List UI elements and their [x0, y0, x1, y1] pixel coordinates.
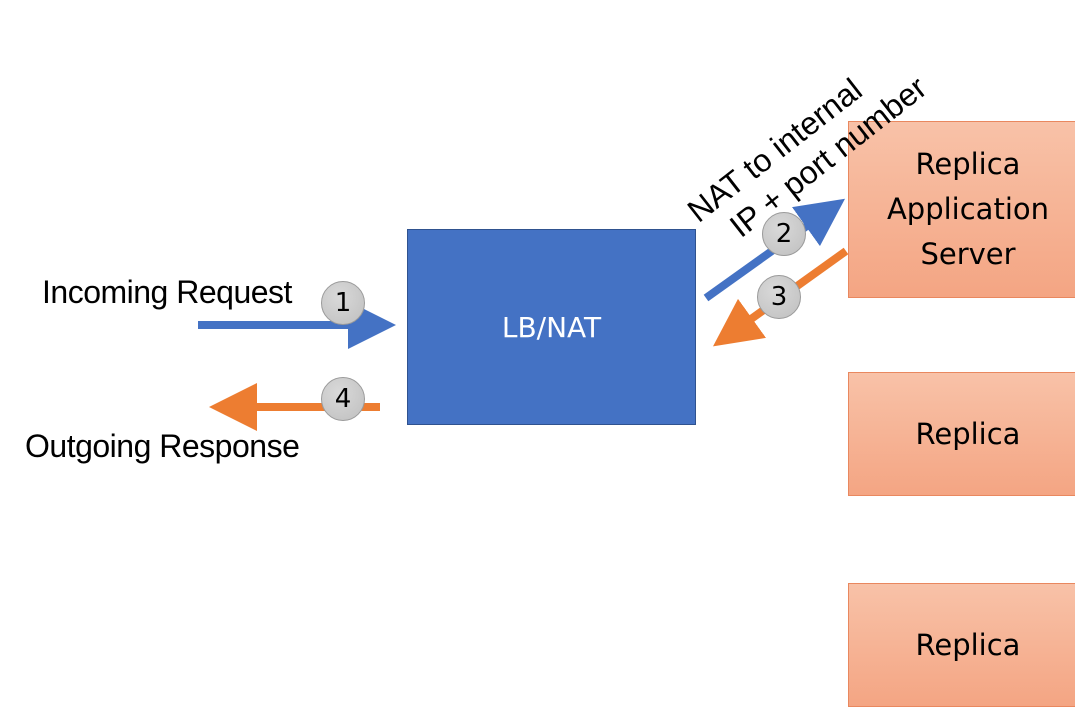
replica-application-server: Replica Application Server	[848, 121, 1075, 298]
step-badge-1: 1	[321, 281, 365, 325]
step-badge-4: 4	[321, 377, 365, 421]
lb-label: LB/NAT	[501, 310, 602, 344]
forward-to-replica-arrow	[703, 198, 846, 302]
replica-2: Replica	[848, 372, 1075, 496]
step-badge-3: 3	[757, 275, 801, 319]
incoming-request-label: Incoming Request	[42, 274, 292, 310]
replica-3: Replica	[848, 583, 1075, 707]
step-badge-2: 2	[762, 212, 806, 256]
outgoing-response-label: Outgoing Response	[25, 428, 300, 464]
load-balancer-nat-box: LB/NAT	[407, 229, 696, 425]
